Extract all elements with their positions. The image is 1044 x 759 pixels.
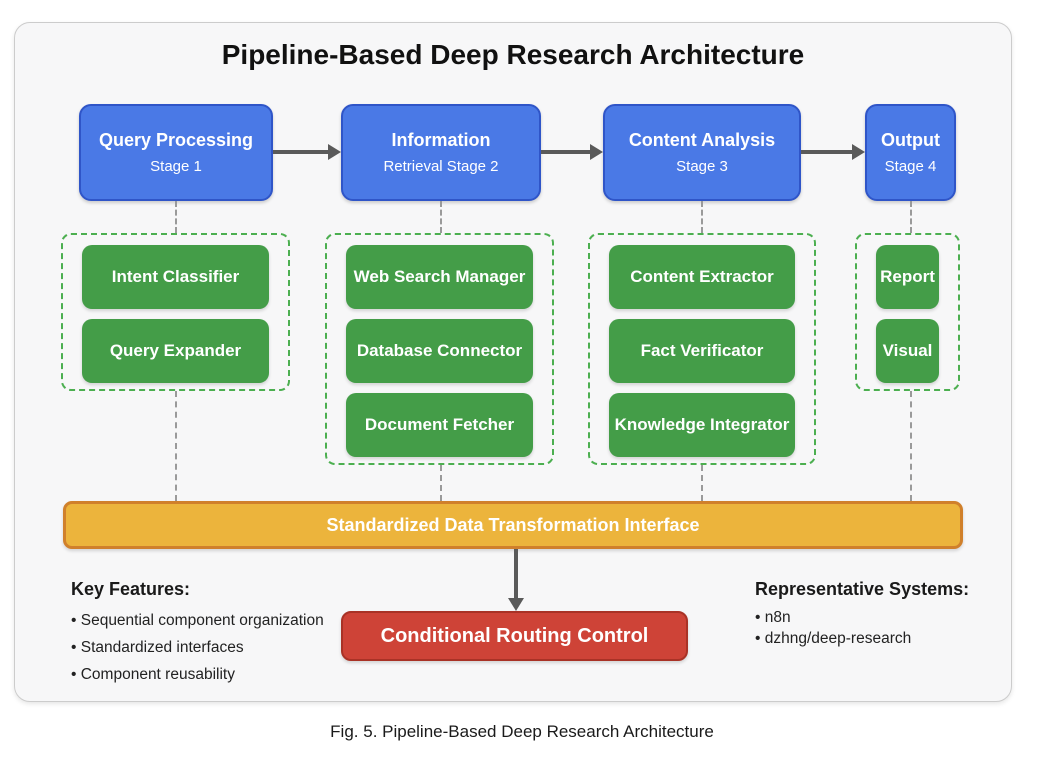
arrow-shaft bbox=[801, 150, 852, 154]
flow-arrow-stage1-to-stage2 bbox=[273, 144, 341, 160]
stage-title: Content Analysis bbox=[628, 130, 776, 150]
architecture-diagram-panel: Pipeline-Based Deep Research Architectur… bbox=[14, 22, 1012, 702]
dashed-connector-stage2 bbox=[440, 201, 442, 233]
component-group-stage4: Report Visual bbox=[855, 233, 960, 391]
representative-system-item: n8n bbox=[755, 607, 1005, 628]
stage-subtitle: Retrieval Stage 2 bbox=[383, 158, 499, 175]
component-box-intent-classifier: Intent Classifier bbox=[82, 245, 269, 309]
representative-systems-list: n8n dzhng/deep-research bbox=[755, 607, 1005, 649]
arrow-shaft bbox=[541, 150, 590, 154]
diagram-title: Pipeline-Based Deep Research Architectur… bbox=[221, 39, 805, 70]
routing-control-box: Conditional Routing Control bbox=[341, 611, 688, 661]
stage-box-query-processing: Query Processing Stage 1 bbox=[79, 104, 273, 201]
dashed-connector-group2-to-interface bbox=[440, 465, 442, 501]
stage-subtitle: Stage 1 bbox=[150, 158, 202, 175]
component-group-stage3: Content Extractor Fact Verificator Knowl… bbox=[588, 233, 816, 465]
dashed-connector-stage1 bbox=[175, 201, 177, 233]
key-features-block: Key Features: Sequential component organ… bbox=[71, 579, 371, 688]
key-feature-item: Sequential component organization bbox=[71, 607, 371, 634]
dashed-connector-group4-to-interface bbox=[910, 391, 912, 501]
arrow-head-icon bbox=[328, 144, 341, 160]
component-box-visual: Visual bbox=[876, 319, 939, 383]
arrow-shaft bbox=[273, 150, 328, 154]
key-features-list: Sequential component organization Standa… bbox=[71, 607, 371, 688]
component-box-fact-verificator: Fact Verificator bbox=[609, 319, 795, 383]
dashed-connector-stage4 bbox=[910, 201, 912, 233]
stage-subtitle: Stage 3 bbox=[676, 158, 728, 175]
stage-title: Information bbox=[391, 130, 491, 150]
component-box-knowledge-integrator: Knowledge Integrator bbox=[609, 393, 795, 457]
dashed-connector-group3-to-interface bbox=[701, 465, 703, 501]
interface-bar: Standardized Data Transformation Interfa… bbox=[63, 501, 963, 549]
stage-subtitle: Stage 4 bbox=[884, 158, 937, 175]
stage-title: Query Processing bbox=[98, 130, 254, 150]
key-features-heading: Key Features: bbox=[71, 579, 191, 599]
dashed-connector-group1-to-interface bbox=[175, 391, 177, 501]
component-box-report: Report bbox=[876, 245, 939, 309]
key-feature-item: Component reusability bbox=[71, 661, 371, 688]
stage-box-information-retrieval: Information Retrieval Stage 2 bbox=[341, 104, 541, 201]
flow-arrow-stage3-to-stage4 bbox=[801, 144, 865, 160]
flow-arrow-interface-to-routing bbox=[506, 549, 526, 611]
stage-box-content-analysis: Content Analysis Stage 3 bbox=[603, 104, 801, 201]
dashed-connector-stage3 bbox=[701, 201, 703, 233]
component-group-stage1: Intent Classifier Query Expander bbox=[61, 233, 290, 391]
component-box-database-connector: Database Connector bbox=[346, 319, 533, 383]
component-box-query-expander: Query Expander bbox=[82, 319, 269, 383]
flow-arrow-stage2-to-stage3 bbox=[541, 144, 603, 160]
arrow-head-icon bbox=[852, 144, 865, 160]
arrow-shaft bbox=[514, 549, 518, 598]
component-box-web-search-manager: Web Search Manager bbox=[346, 245, 533, 309]
representative-system-item: dzhng/deep-research bbox=[755, 628, 1005, 649]
arrow-head-icon bbox=[508, 598, 524, 611]
component-box-document-fetcher: Document Fetcher bbox=[346, 393, 533, 457]
component-box-content-extractor: Content Extractor bbox=[609, 245, 795, 309]
stage-box-output: Output Stage 4 bbox=[865, 104, 956, 201]
representative-systems-block: Representative Systems: n8n dzhng/deep-r… bbox=[755, 579, 1005, 649]
key-feature-item: Standardized interfaces bbox=[71, 634, 371, 661]
arrow-head-icon bbox=[590, 144, 603, 160]
component-group-stage2: Web Search Manager Database Connector Do… bbox=[325, 233, 554, 465]
figure-caption: Fig. 5. Pipeline-Based Deep Research Arc… bbox=[330, 722, 714, 741]
representative-systems-heading: Representative Systems: bbox=[755, 579, 970, 599]
stage-title: Output bbox=[881, 130, 940, 150]
